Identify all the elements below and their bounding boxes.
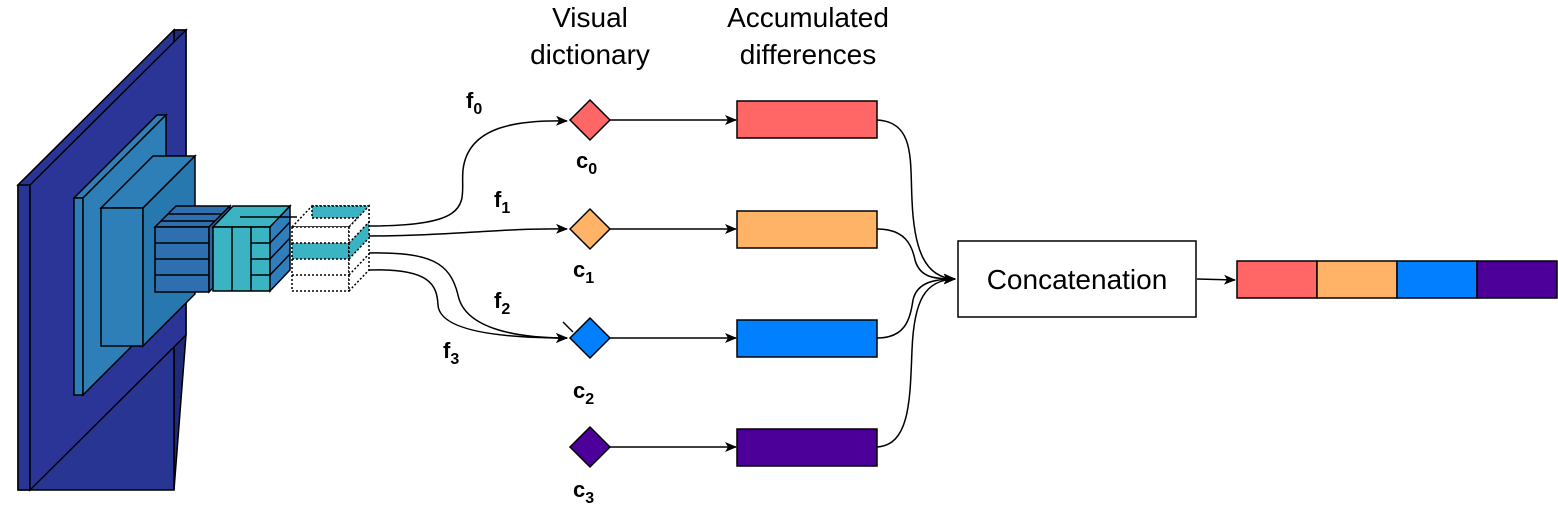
output-segment-3 bbox=[1476, 260, 1558, 299]
accumulated-differences bbox=[736, 100, 878, 467]
concatenation-box bbox=[957, 240, 1197, 318]
feature-cube-cyan bbox=[211, 204, 297, 293]
header-differences-line1: Accumulated bbox=[727, 2, 889, 33]
concatenation-node: Concatenation bbox=[957, 240, 1197, 318]
edge-concat-output bbox=[1196, 274, 1236, 285]
edge-f1-c1 bbox=[368, 223, 568, 237]
center-diamond-c2 bbox=[568, 316, 612, 360]
feature-cube-wireframe bbox=[290, 204, 371, 293]
label-f1: f1 bbox=[494, 187, 510, 217]
label-c2: c2 bbox=[573, 378, 594, 408]
center-to-residual-edges bbox=[610, 115, 737, 452]
output-segment-0 bbox=[1236, 260, 1318, 299]
residual-bar-3 bbox=[736, 428, 878, 467]
feature-edges bbox=[368, 115, 574, 343]
edge-res0-concat bbox=[876, 119, 956, 284]
label-c3: c3 bbox=[573, 477, 594, 507]
residual-bar-1 bbox=[736, 210, 878, 249]
label-f0: f0 bbox=[466, 88, 482, 118]
header-differences-line2: differences bbox=[740, 39, 876, 70]
header-dictionary-line1: Visual bbox=[552, 2, 628, 33]
edge-f3-c2 bbox=[368, 269, 568, 343]
header-accumulated-differences: Accumulated differences bbox=[727, 2, 889, 70]
center-diamond-c3 bbox=[568, 425, 612, 469]
center-diamond-c1 bbox=[568, 207, 612, 251]
output-segment-2 bbox=[1396, 260, 1478, 299]
header-dictionary-line2: dictionary bbox=[530, 39, 650, 70]
visual-dictionary: c0 c1 c2 c3 bbox=[568, 98, 612, 507]
output-segment-1 bbox=[1316, 260, 1398, 299]
edge-f0-c0 bbox=[368, 115, 568, 227]
label-f3: f3 bbox=[443, 338, 459, 368]
edge-res3-concat bbox=[876, 274, 956, 448]
edge-res2-concat bbox=[876, 274, 956, 339]
residual-to-concat-edges bbox=[876, 119, 956, 448]
residual-bar-2 bbox=[736, 319, 878, 358]
label-c1: c1 bbox=[573, 257, 594, 287]
output-vector bbox=[1236, 260, 1558, 299]
residual-bar-0 bbox=[736, 100, 878, 139]
edge-res1-concat bbox=[876, 228, 956, 284]
edge-f2-tick bbox=[562, 321, 574, 333]
label-c0: c0 bbox=[576, 148, 597, 178]
center-diamond-c0 bbox=[568, 98, 612, 142]
cnn-backbone bbox=[16, 28, 371, 492]
concatenation-label: Concatenation bbox=[987, 264, 1168, 295]
header-visual-dictionary: Visual dictionary bbox=[530, 2, 650, 70]
label-f2: f2 bbox=[494, 288, 510, 318]
feature-labels: f0 f1 f2 f3 bbox=[443, 88, 510, 368]
edge-f2-c2 bbox=[368, 252, 568, 343]
